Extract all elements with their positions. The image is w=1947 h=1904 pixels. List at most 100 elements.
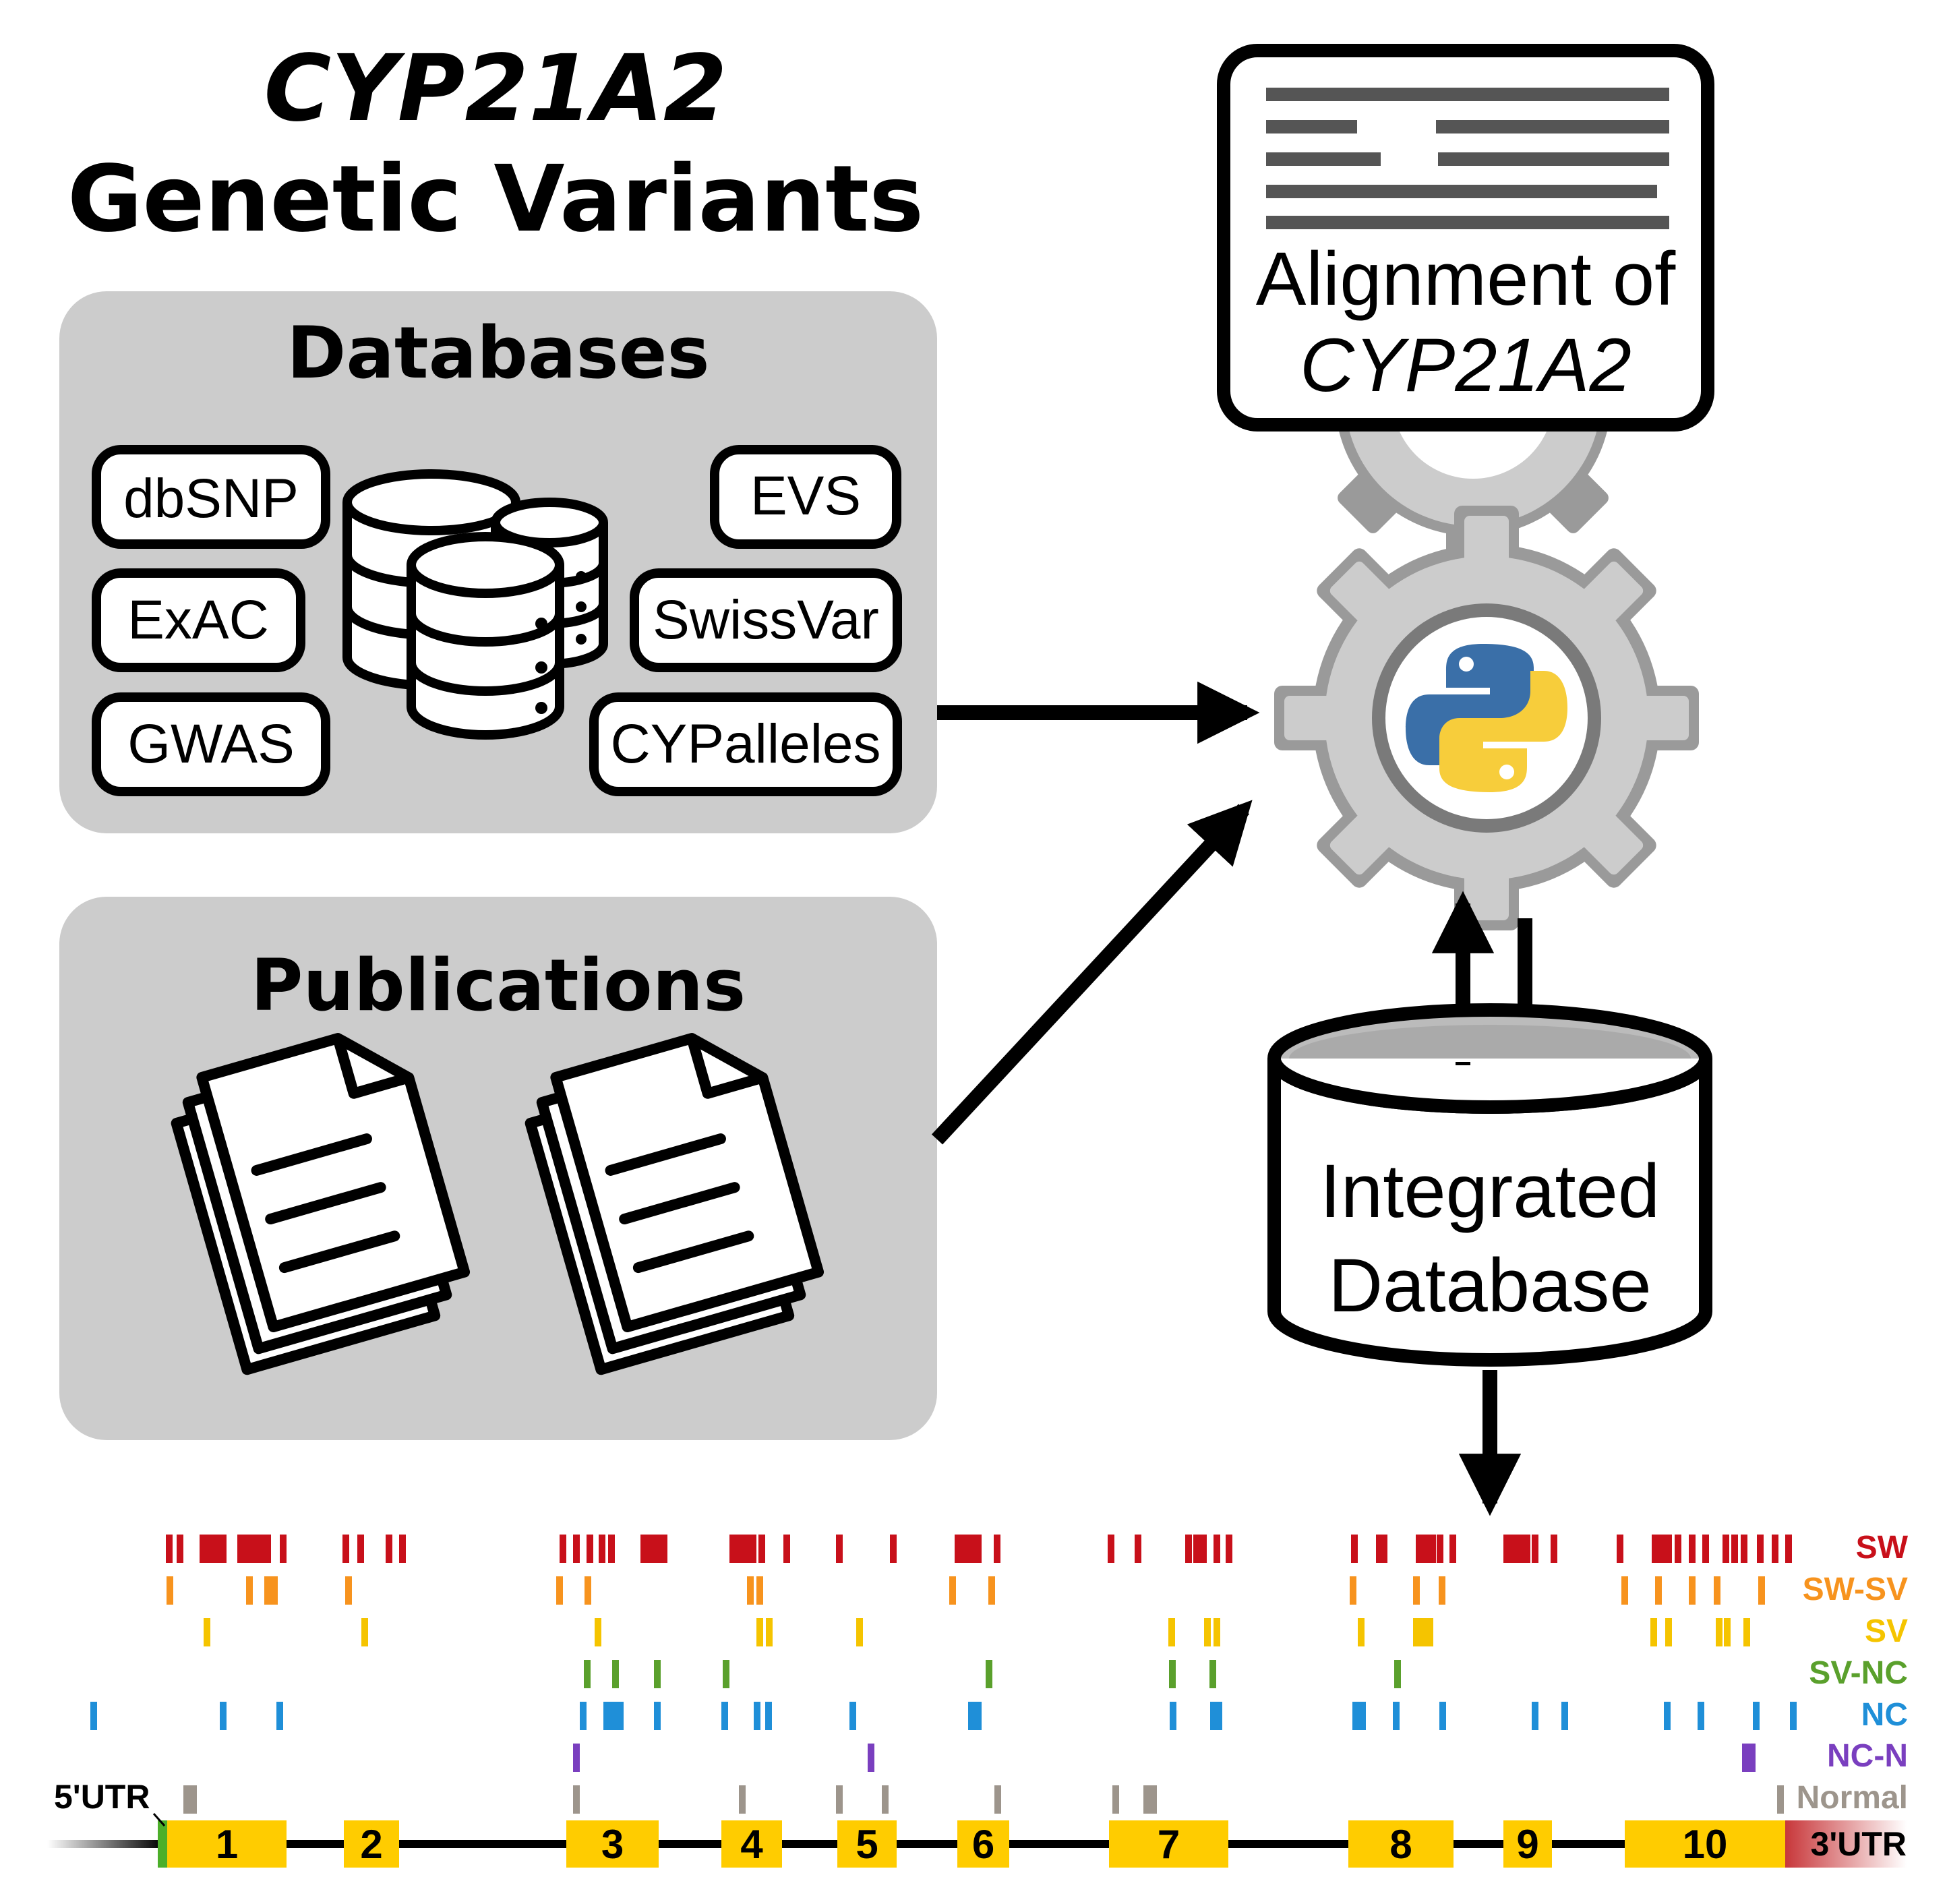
variant-mark-sw [1449, 1535, 1456, 1563]
variant-mark-nc [603, 1702, 610, 1730]
variant-mark-sw [1741, 1535, 1747, 1563]
class-label-nc: NC [1861, 1697, 1908, 1733]
exon-box-3 [566, 1820, 659, 1868]
variant-mark-sw [1510, 1535, 1517, 1563]
title-subtitle: Genetic Variants [67, 146, 924, 253]
variant-mark-sw [342, 1535, 349, 1563]
variant-mark-nc [1439, 1702, 1446, 1730]
variant-mark-nc [1393, 1702, 1400, 1730]
variant-mark-nc-n [573, 1744, 580, 1772]
variant-mark-normal [882, 1785, 889, 1814]
variant-mark-normal [573, 1785, 580, 1814]
variant-mark-sw [729, 1535, 736, 1563]
variant-mark-sw [573, 1535, 580, 1563]
variant-mark-sw [1185, 1535, 1192, 1563]
variant-map: SW SW-SV SV SV-NC NC NC-N Normal 5'UTR 3… [47, 1530, 1909, 1868]
variant-mark-sw-sv [988, 1576, 995, 1605]
source-label-exac: ExAC [127, 589, 269, 651]
class-label-nc-n: NC-N [1827, 1738, 1908, 1774]
variant-mark-sw [357, 1535, 364, 1563]
variant-mark-sv-nc [584, 1660, 591, 1688]
exon-label-10: 10 [1683, 1822, 1728, 1867]
variant-mark-sv [1214, 1618, 1220, 1646]
variant-mark-nc [1664, 1702, 1671, 1730]
variant-mark-sw [961, 1535, 968, 1563]
source-pill-swissvar [630, 568, 902, 672]
utr5-label: 5'UTR [54, 1778, 150, 1816]
variant-mark-sw [640, 1535, 647, 1563]
variant-mark-nc [276, 1702, 283, 1730]
variant-mark-sv [856, 1618, 863, 1646]
variant-mark-sv [756, 1618, 763, 1646]
variant-mark-sv-nc [612, 1660, 619, 1688]
variant-mark-sw [1785, 1535, 1792, 1563]
exon-box-6 [957, 1820, 1009, 1868]
variant-mark-normal [1143, 1785, 1150, 1814]
variant-mark-sw [1551, 1535, 1557, 1563]
variant-mark-sw-sv [756, 1576, 763, 1605]
exon-label-3: 3 [601, 1822, 624, 1867]
variant-mark-sw-sv [1413, 1576, 1420, 1605]
variant-mark-normal [994, 1785, 1001, 1814]
variant-mark-sw [258, 1535, 264, 1563]
exon-box-5 [837, 1820, 897, 1868]
variant-mark-sw [1702, 1535, 1709, 1563]
variant-mark-normal [183, 1785, 190, 1814]
gene-line-upstream [47, 1840, 162, 1848]
variant-mark-sw-sv [167, 1576, 173, 1605]
variant-mark-sw [560, 1535, 566, 1563]
variant-mark-sv [1358, 1618, 1365, 1646]
exon-label-7: 7 [1158, 1822, 1180, 1867]
variant-mark-sw [280, 1535, 287, 1563]
variant-mark-sw [975, 1535, 982, 1563]
variant-mark-sw-sv [1621, 1576, 1628, 1605]
variant-mark-nc [1532, 1702, 1538, 1730]
databases-heading: Databases [287, 311, 709, 394]
variant-mark-sw [836, 1535, 843, 1563]
variant-mark-sv [1665, 1618, 1672, 1646]
variant-mark-sw [1200, 1535, 1207, 1563]
exon-label-8: 8 [1389, 1822, 1412, 1867]
variant-mark-sw [1723, 1535, 1729, 1563]
exon-label-1: 1 [216, 1822, 238, 1867]
variant-mark-sw [213, 1535, 220, 1563]
class-label-sv-nc: SV-NC [1809, 1655, 1908, 1691]
variant-mark-sv-nc [1169, 1660, 1176, 1688]
utr3-label: 3'UTR [1811, 1825, 1907, 1863]
variant-mark-sv [361, 1618, 368, 1646]
variant-mark-sw-sv [556, 1576, 563, 1605]
variant-mark-sw [1658, 1535, 1665, 1563]
variant-mark-sw [1731, 1535, 1738, 1563]
variant-mark-sw [758, 1535, 765, 1563]
exon-label-9: 9 [1516, 1822, 1538, 1867]
alignment-card [1217, 44, 1714, 432]
variant-mark-sw [399, 1535, 406, 1563]
variant-mark-sv [204, 1618, 210, 1646]
variant-mark-sw-sv [747, 1576, 754, 1605]
variant-mark-nc [90, 1702, 97, 1730]
variant-mark-sw-sv [949, 1576, 956, 1605]
variant-mark-sv [1724, 1618, 1731, 1646]
variant-mark-nc [610, 1702, 617, 1730]
variant-mark-nc [1352, 1702, 1359, 1730]
variant-mark-sv-nc [1209, 1660, 1216, 1688]
variant-mark-sw-sv [1714, 1576, 1720, 1605]
exon-label-6: 6 [972, 1822, 994, 1867]
exon-box-7 [1109, 1820, 1228, 1868]
python-logo-icon [1406, 644, 1567, 792]
source-pill-evs [710, 445, 901, 549]
exon-box-8 [1348, 1820, 1454, 1868]
variant-mark-nc [1698, 1702, 1704, 1730]
variant-mark-sv [595, 1618, 601, 1646]
exon-box-9 [1503, 1820, 1552, 1868]
integrated-database-icon [1267, 1003, 1712, 1367]
variant-mark-sv [1420, 1618, 1427, 1646]
title-gene: CYP21A2 [264, 36, 727, 142]
variant-mark-nc [968, 1702, 975, 1730]
variant-mark-nc [1790, 1702, 1797, 1730]
variant-mark-sw [220, 1535, 227, 1563]
variant-mark-sw [1437, 1535, 1443, 1563]
variant-mark-sw [1503, 1535, 1510, 1563]
variant-mark-sv-nc [986, 1660, 992, 1688]
